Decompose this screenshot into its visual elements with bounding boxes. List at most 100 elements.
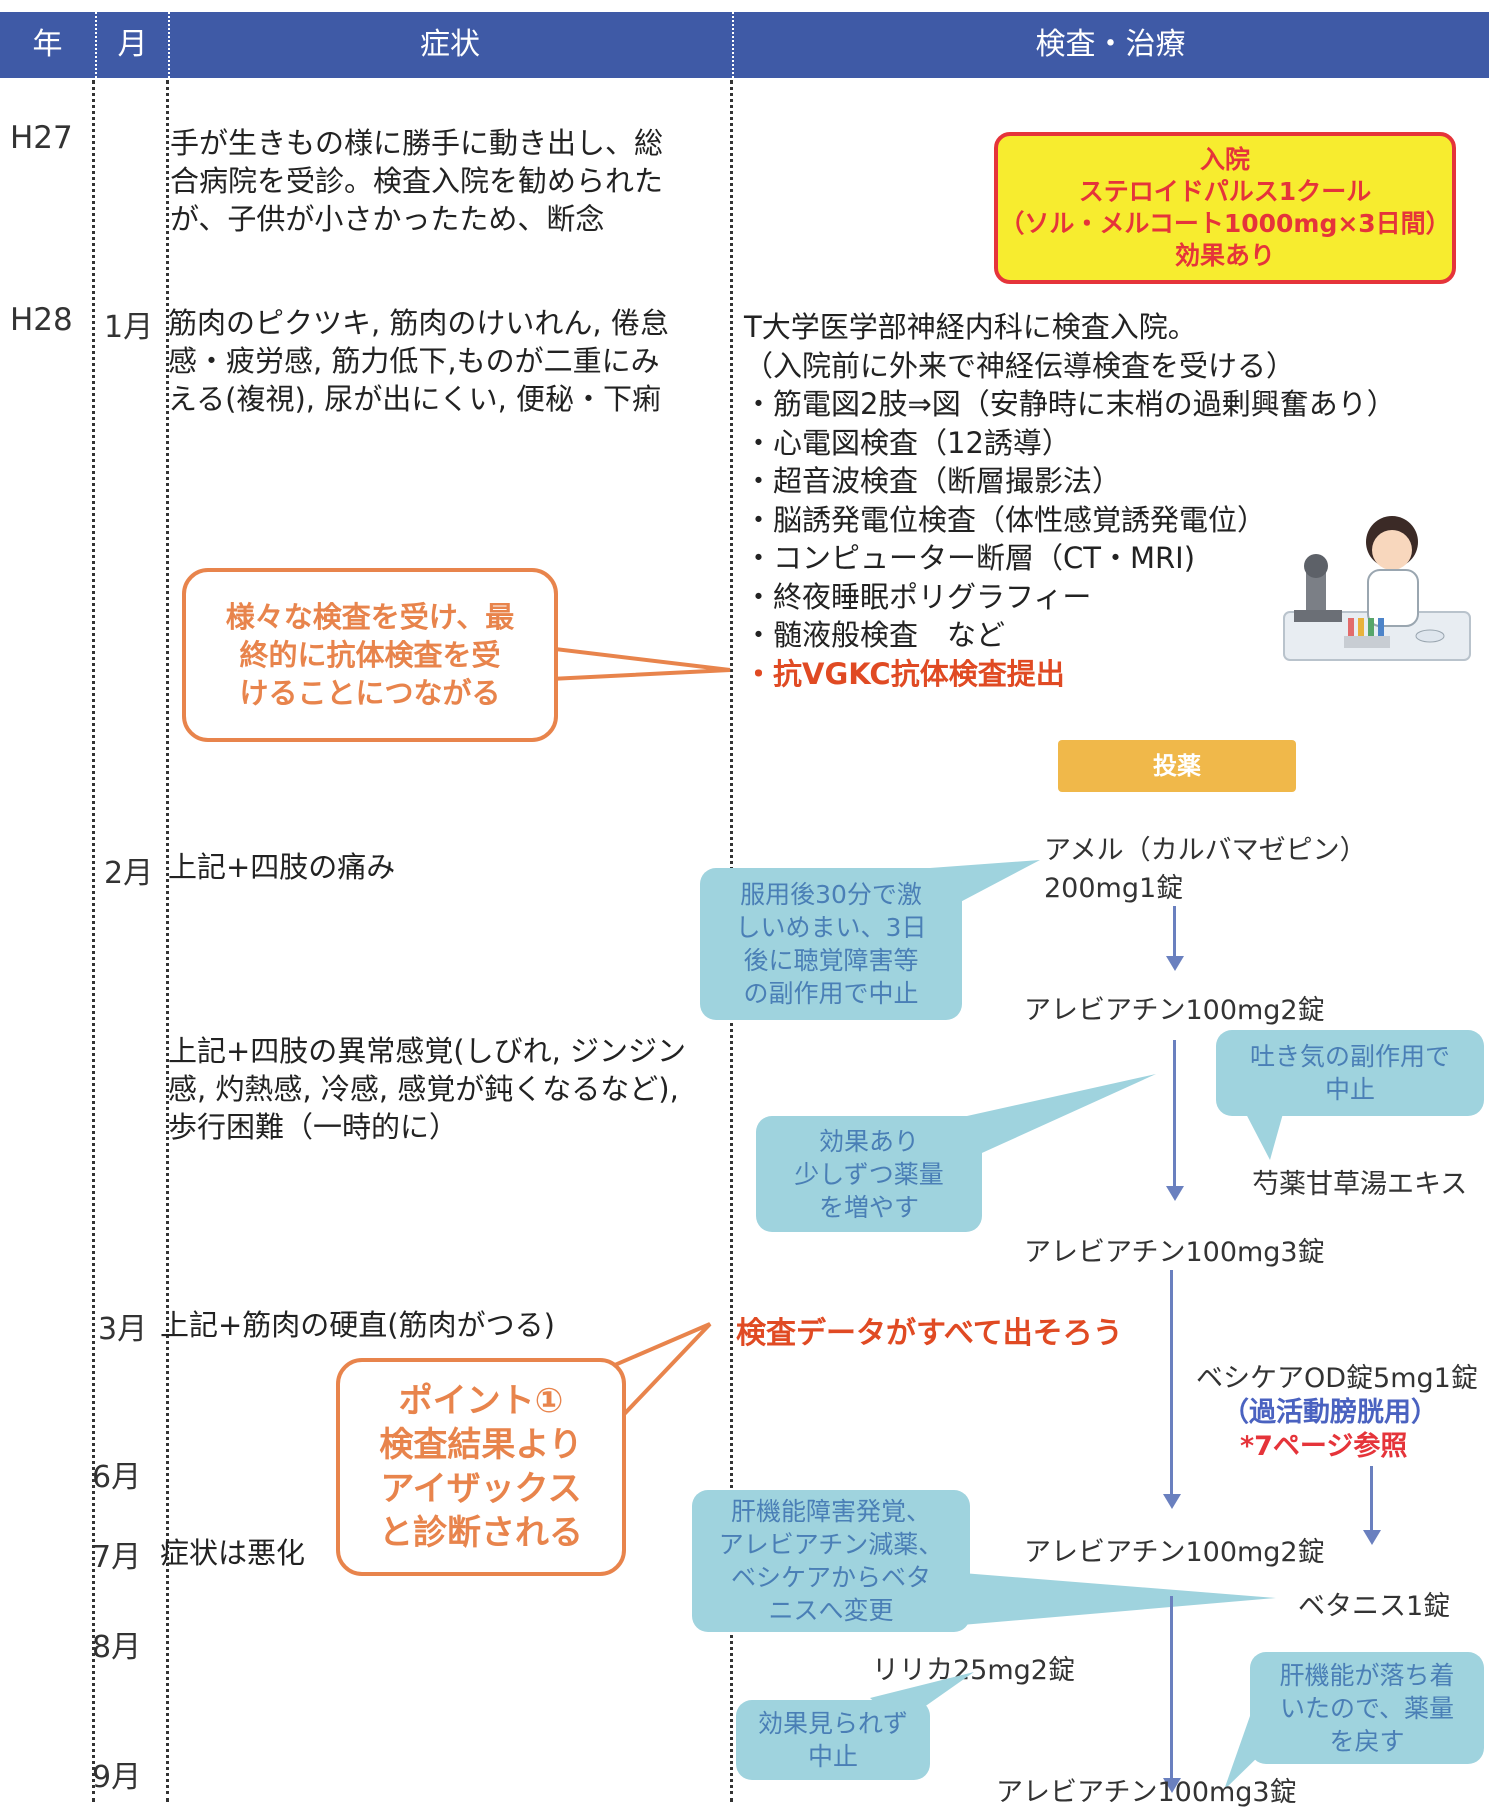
- test-line: ・筋電図2肢⇒図（安静時に末梢の過剰興奮あり）: [744, 387, 1396, 421]
- callout-pointer: [530, 643, 731, 683]
- symptom-line: 上記+四肢の異常感覚(しびれ, ジンジン: [168, 1034, 687, 1068]
- test-line: ・超音波検査（断層撮影法）: [744, 464, 1122, 498]
- arrow-down-icon: [1166, 956, 1184, 971]
- bubble-effective: 効果あり 少しずつ薬量 を増やす: [756, 1116, 982, 1232]
- symptom-line: 合病院を受診。検査入院を勧められた: [170, 164, 664, 198]
- callout-line: けることにつながる: [239, 676, 501, 710]
- month-label: 9月: [92, 1760, 142, 1795]
- bubble-pointer: [1244, 1110, 1284, 1160]
- symptom-text-feb: 上記+四肢の痛み: [168, 850, 396, 884]
- test-line: ・脳誘発電位検査（体性感覚誘発電位）: [744, 502, 1267, 537]
- data-complete-note: 検査データがすべて出そろう: [736, 1316, 1123, 1351]
- drug-shakuyaku: 芍薬甘草湯エキス: [1252, 1169, 1468, 1200]
- header-tests: 検査・治療: [1035, 27, 1186, 62]
- test-line: ・心電図検査（12誘導）: [744, 425, 1071, 460]
- callout-tests: 様々な検査を受け、最 終的に抗体検査を受 けることにつながる: [182, 568, 558, 742]
- bubble-pointer: [950, 1572, 1276, 1626]
- bubble-line: 中止: [807, 1742, 858, 1771]
- header-divider: [168, 12, 170, 78]
- drug-besicare-ref: *7ページ参照: [1240, 1431, 1408, 1462]
- bubble-line: 少しずつ薬量: [794, 1159, 944, 1189]
- bubble-line: ベシケアからベタ: [730, 1563, 931, 1592]
- drug-besicare-note: （過活動膀胱用）: [1222, 1397, 1438, 1428]
- header-bar: [0, 12, 1489, 78]
- drug-alev-3b: アレビアチン100mg3錠: [996, 1777, 1297, 1808]
- bubble-line: しいめまい、3日: [735, 913, 927, 942]
- symptom-line: 歩行困難（一時的に）: [168, 1110, 459, 1144]
- test-line: T大学医学部神経内科に検査入院。: [744, 310, 1197, 344]
- bubble-line: 後に聴覚障害等: [743, 946, 919, 975]
- header-symptoms: 症状: [420, 27, 480, 62]
- test-line: ・終夜睡眠ポリグラフィー: [744, 579, 1092, 614]
- month-label: 8月: [92, 1630, 142, 1665]
- point-line: ポイント①: [398, 1381, 564, 1421]
- bubble-line: 服用後30分で激: [740, 880, 922, 909]
- drug-besicare: ベシケアOD錠5mg1錠: [1196, 1363, 1478, 1394]
- bubble-line: 吐き気の副作用で: [1249, 1042, 1450, 1071]
- symptom-text-h28: 筋肉のピクツキ, 筋肉のけいれん, 倦怠 感・疲労感, 筋力低下,ものが二重にみ…: [168, 304, 669, 418]
- test-line-highlight: ・抗VGKC抗体検査提出: [744, 656, 1065, 691]
- hospital-line: （ソル・メルコート1000mg×3日間）: [999, 209, 1451, 238]
- month-label: 7月: [92, 1540, 142, 1575]
- test-line: （入院前に外来で神経伝導検査を受ける）: [744, 348, 1296, 383]
- hospital-line: ステロイドパルス1クール: [1078, 177, 1372, 206]
- bubble-line: を戻す: [1329, 1726, 1405, 1756]
- arrow-down-icon: [1363, 1530, 1381, 1545]
- bubble-line: 効果見られず: [757, 1709, 908, 1738]
- bubble-dizzy: 服用後30分で激 しいめまい、3日 後に聴覚障害等 の副作用で中止: [700, 868, 962, 1020]
- bubble-line: 肝機能が落ち着: [1279, 1660, 1455, 1690]
- arrow-line: [1370, 1466, 1373, 1532]
- bubble-line: の副作用で中止: [743, 979, 919, 1008]
- bubble-liver-ok: 肝機能が落ち着 いたので、薬量 を戻す: [1250, 1652, 1484, 1764]
- hospitalization-box: 入院 ステロイドパルス1クール （ソル・メルコート1000mg×3日間） 効果あ…: [994, 132, 1456, 284]
- bubble-line: ニスへ変更: [768, 1596, 894, 1625]
- drug-betanis: ベタニス1錠: [1298, 1591, 1451, 1622]
- symptom-line: 感・疲労感, 筋力低下,ものが二重にみ: [168, 344, 660, 378]
- point-line: と診断される: [379, 1513, 583, 1553]
- drug-lyrica: リリカ25mg2錠: [872, 1655, 1075, 1686]
- bubble-line: 効果あり: [818, 1126, 919, 1156]
- bubble-pointer: [940, 1074, 1156, 1172]
- arrow-down-icon: [1163, 1494, 1181, 1509]
- symptom-line: 手が生きもの様に勝手に動き出し、総: [170, 126, 664, 160]
- bubble-line: いたので、薬量: [1279, 1693, 1454, 1723]
- symptom-line: 感, 灼熱感, 冷感, 感覚が鈍くなるなど),: [168, 1072, 679, 1106]
- arrow-line: [1170, 1596, 1173, 1780]
- column-divider-year: [92, 80, 95, 1802]
- medication-banner: 投薬: [1058, 740, 1296, 792]
- hospital-line: 入院: [1199, 145, 1250, 174]
- arrow-line: [1173, 1040, 1176, 1188]
- arrow-down-icon: [1166, 1186, 1184, 1201]
- bubble-line: 中止: [1324, 1075, 1375, 1104]
- point-callout: ポイント① 検査結果より アイザックス と診断される: [336, 1358, 626, 1576]
- drug-alev-2: アレビアチン100mg2錠: [1024, 995, 1325, 1026]
- symptom-line: 筋肉のピクツキ, 筋肉のけいれん, 倦怠: [168, 306, 669, 340]
- arrow-line: [1173, 906, 1176, 958]
- drug-alev-3: アレビアチン100mg3錠: [1024, 1237, 1325, 1268]
- symptom-text-h27: 手が生きもの様に勝手に動き出し、総 合病院を受診。検査入院を勧められた が、子供…: [170, 124, 663, 238]
- year-label: H27: [10, 120, 73, 156]
- drug-amel-dose: 200mg1錠: [1044, 873, 1184, 904]
- test-line: ・髄液般検査 など: [744, 618, 1006, 652]
- header-divider: [732, 12, 734, 78]
- drug-amel: アメル（カルバマゼピン）: [1044, 835, 1367, 866]
- bubble-line: アレビアチン減薬、: [718, 1530, 944, 1559]
- bubble-line: を増やす: [818, 1192, 919, 1222]
- scientist-illustration: [1283, 516, 1471, 661]
- symptom-text-feb2: 上記+四肢の異常感覚(しびれ, ジンジン 感, 灼熱感, 冷感, 感覚が鈍くなる…: [168, 1032, 686, 1146]
- month-label: 3月: [98, 1312, 148, 1347]
- bubble-noeffect: 効果見られず 中止: [736, 1700, 930, 1780]
- callout-line: 終的に抗体検査を受: [239, 638, 501, 672]
- month-label: 6月: [92, 1460, 142, 1495]
- drug-alev-2b: アレビアチン100mg2錠: [1024, 1537, 1325, 1568]
- header-divider: [95, 12, 97, 78]
- header-month: 月: [117, 27, 148, 62]
- test-list: T大学医学部神経内科に検査入院。 （入院前に外来で神経伝導検査を受ける） ・筋電…: [744, 308, 1396, 693]
- point-line: 検査結果より: [379, 1425, 583, 1465]
- symptom-text-mar: 上記+筋肉の硬直(筋肉がつる): [160, 1308, 555, 1342]
- bubble-liver: 肝機能障害発覚、 アレビアチン減薬、 ベシケアからベタ ニスへ変更: [692, 1490, 970, 1632]
- bubble-nausea: 吐き気の副作用で 中止: [1216, 1030, 1484, 1116]
- column-divider-month: [166, 80, 169, 1802]
- callout-line: 様々な検査を受け、最: [225, 600, 515, 634]
- year-label: H28: [10, 302, 73, 338]
